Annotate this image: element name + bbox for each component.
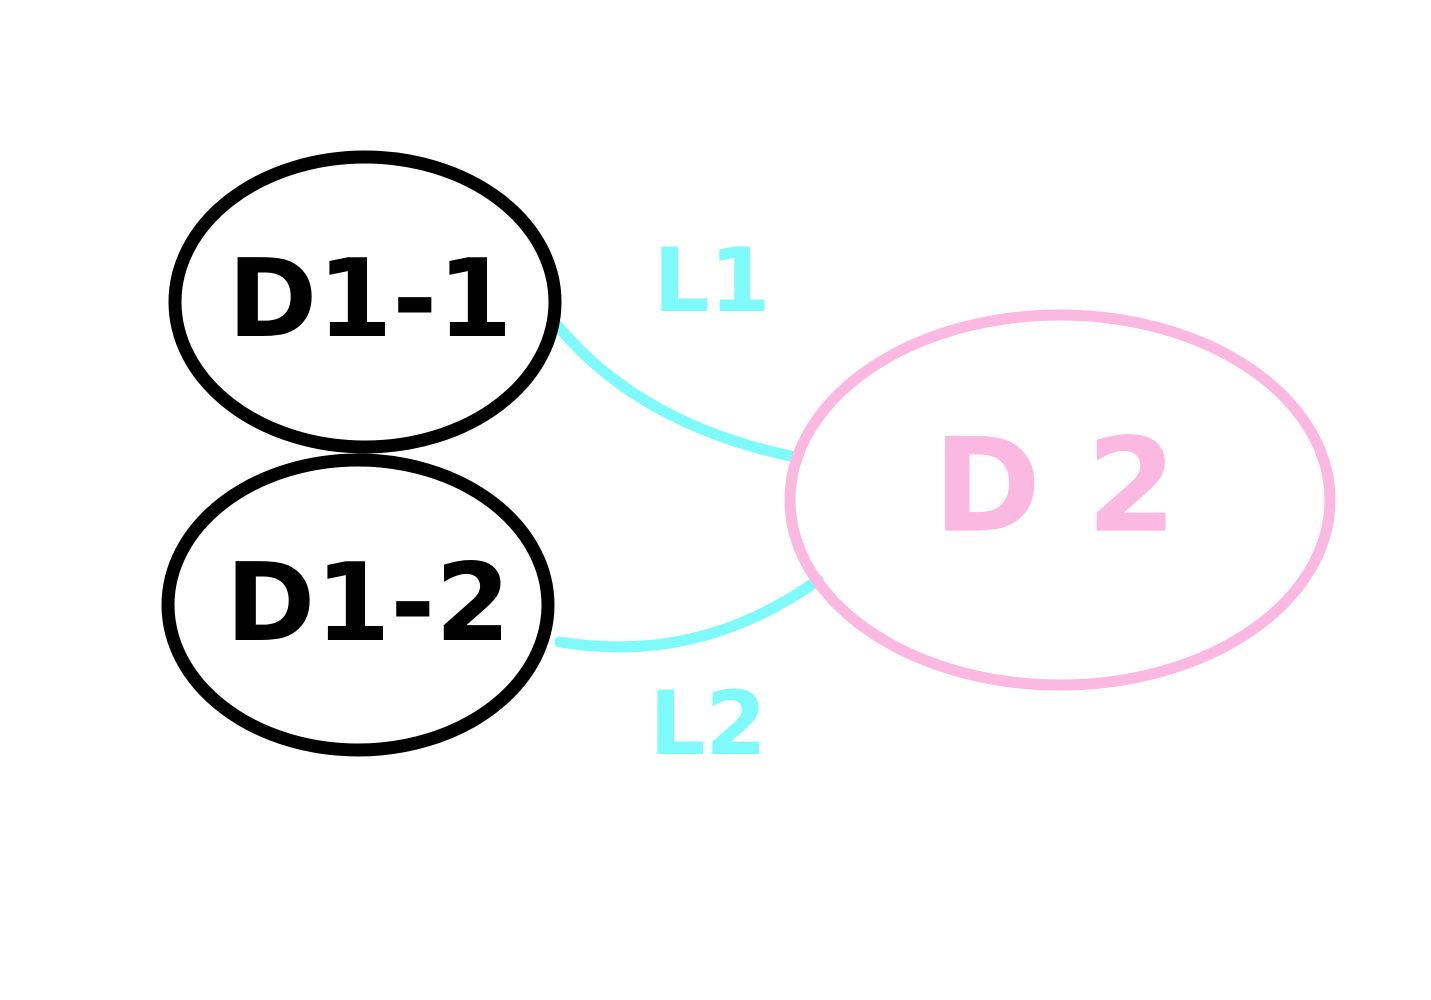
node-d2: D 2: [784, 309, 1336, 691]
node-d2-label: D 2: [933, 410, 1177, 562]
node-d1-1-ellipse: [168, 150, 562, 454]
link-l1-label: L1: [653, 229, 770, 332]
node-d1-1: D1-1: [168, 150, 562, 454]
node-d1-2: D1-2: [161, 453, 555, 757]
node-d1-1-label: D1-1: [228, 237, 513, 362]
link-l2-label: L2: [649, 672, 766, 775]
node-d2-ellipse: [784, 309, 1336, 691]
link-l1-line: [551, 319, 801, 463]
link-l2-line: [554, 574, 824, 653]
node-d1-2-ellipse: [161, 453, 555, 757]
node-d1-2-label: D1-2: [226, 541, 511, 666]
